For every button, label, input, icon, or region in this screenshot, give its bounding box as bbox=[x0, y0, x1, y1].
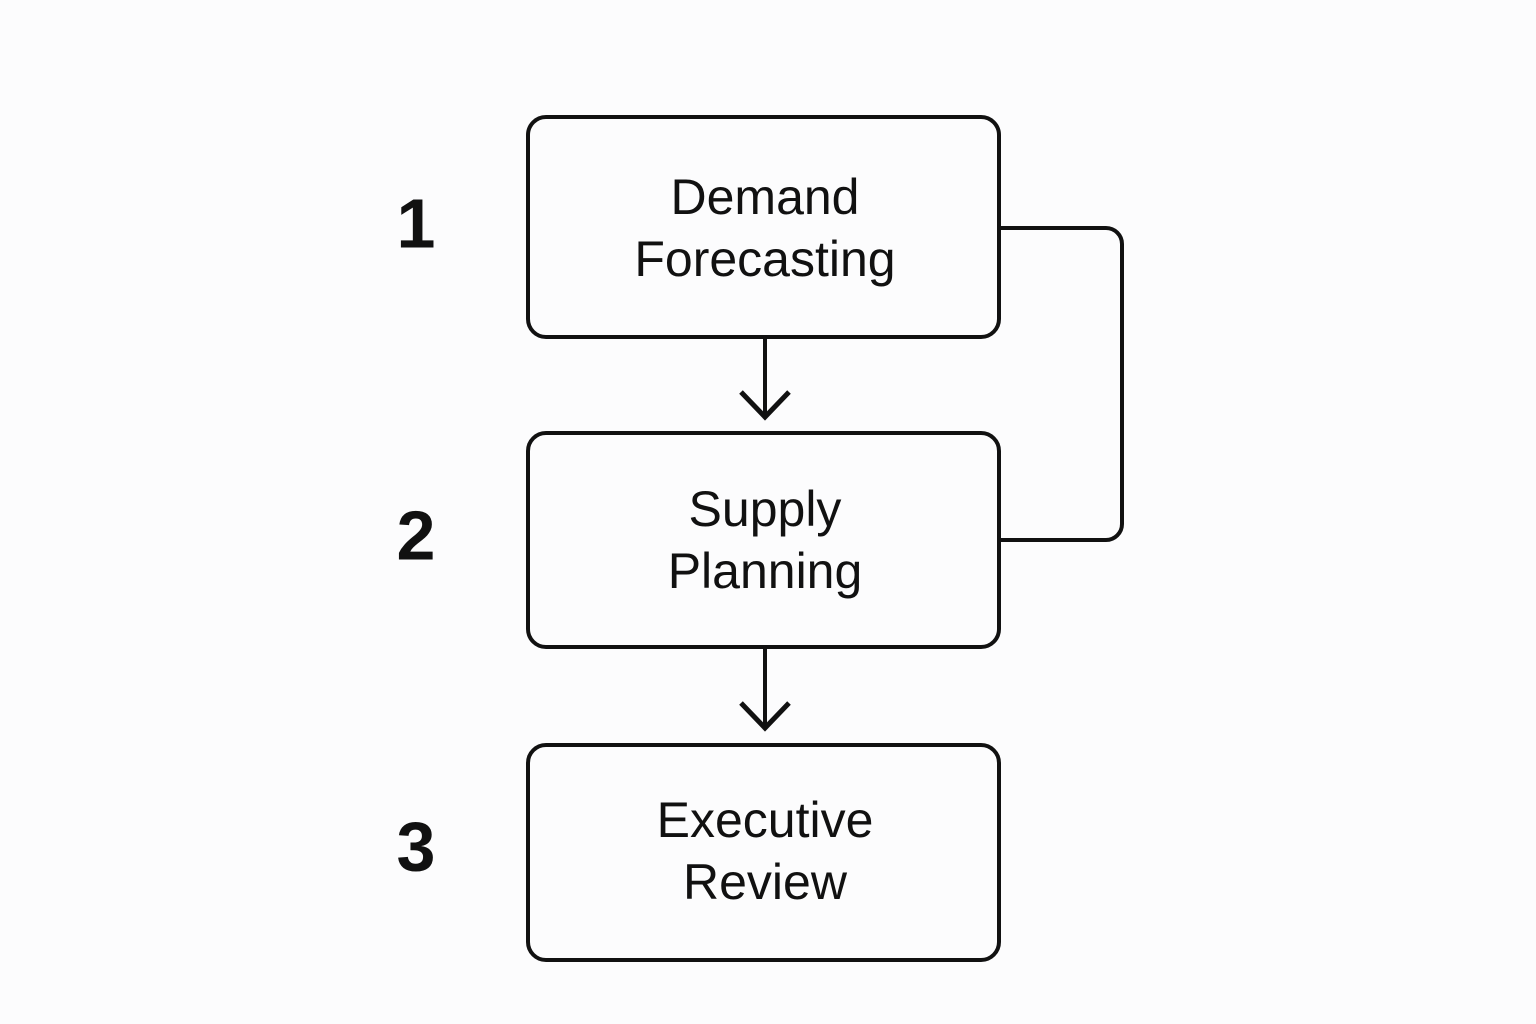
feedback-loop-edge bbox=[999, 226, 1124, 542]
step-number-1: 1 bbox=[397, 184, 436, 262]
edge-1-to-2-arrowhead bbox=[739, 390, 791, 421]
node-demand-forecasting[interactable] bbox=[526, 115, 1001, 339]
edge-2-to-3-arrowhead bbox=[739, 701, 791, 732]
node-1-label-line2: Forecasting bbox=[634, 231, 895, 287]
node-3-label-line1: Executive bbox=[657, 792, 874, 848]
node-1-label-line1: Demand bbox=[671, 169, 860, 225]
step-number-3: 3 bbox=[397, 807, 436, 885]
node-supply-planning[interactable] bbox=[526, 431, 1001, 649]
node-2-label-line1: Supply bbox=[689, 481, 842, 537]
node-2-label-line2: Planning bbox=[668, 543, 863, 599]
node-executive-review[interactable] bbox=[526, 743, 1001, 962]
step-number-2: 2 bbox=[397, 496, 436, 574]
node-3-label-line2: Review bbox=[683, 854, 848, 910]
